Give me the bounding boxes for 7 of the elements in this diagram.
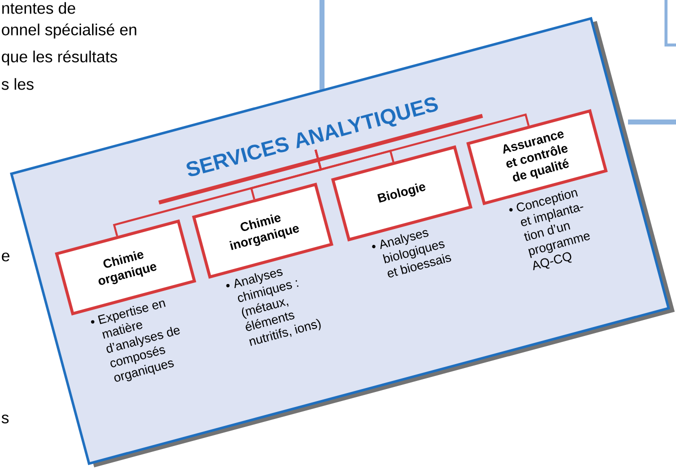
body-text: e <box>2 252 10 262</box>
body-text: onnel spécialisé en <box>2 23 136 39</box>
body-text: ntentes de <box>2 2 76 14</box>
tree-connector <box>314 113 530 171</box>
body-text: que les résultats <box>2 50 118 66</box>
body-text: s les <box>2 78 34 90</box>
body-text: s <box>2 414 9 424</box>
